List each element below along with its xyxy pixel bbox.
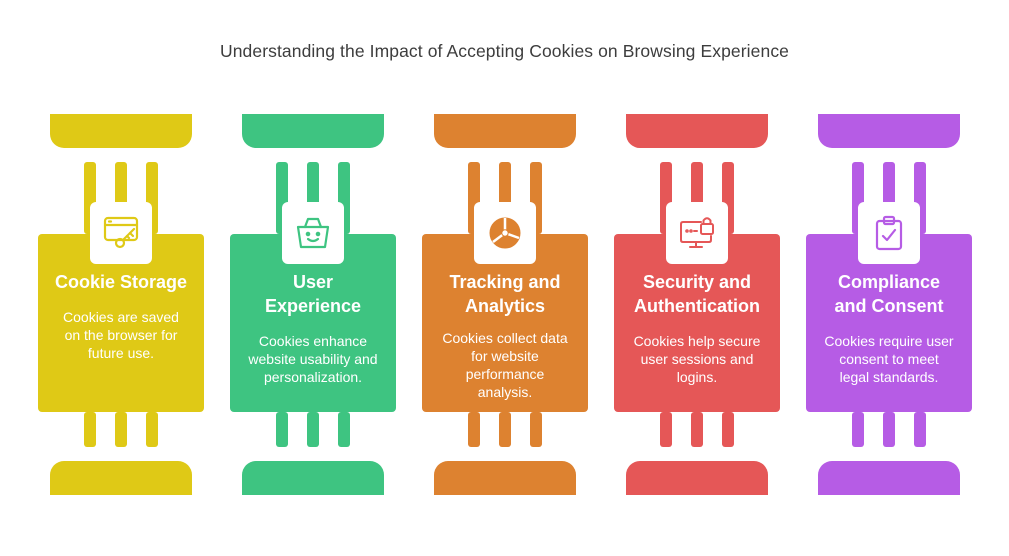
card-heading: User Experience	[264, 272, 362, 316]
connector-bar	[115, 412, 127, 447]
bottom-cap	[434, 461, 576, 495]
pie-chart-icon	[474, 202, 536, 264]
top-cap	[434, 114, 576, 148]
connector-bar	[146, 412, 158, 447]
connector-bar	[468, 412, 480, 447]
connector-bar	[914, 412, 926, 447]
top-cap	[626, 114, 768, 148]
card-description: Cookies collect data for website perform…	[442, 330, 568, 400]
connector-bar	[660, 412, 672, 447]
card-description: Cookies require user consent to meet leg…	[824, 333, 954, 385]
top-cap	[50, 114, 192, 148]
connector-bar	[883, 412, 895, 447]
tracking-analytics-column: Tracking and Analytics Cookies collect d…	[422, 0, 590, 556]
connector-bar	[722, 412, 734, 447]
card-heading: Tracking and Analytics	[449, 272, 561, 316]
cookie-storage-card: Cookie Storage Cookies are saved on the …	[38, 234, 204, 412]
card-description: Cookies enhance website usability and pe…	[248, 333, 378, 385]
connector-bar	[307, 412, 319, 447]
connector-bar	[852, 412, 864, 447]
top-cap	[242, 114, 384, 148]
bottom-cap	[242, 461, 384, 495]
user-experience-column: User Experience Cookies enhance website …	[230, 0, 398, 556]
connector-bar	[338, 412, 350, 447]
bottom-cap	[818, 461, 960, 495]
card-heading: Compliance and Consent	[834, 272, 944, 316]
compliance-consent-card: Compliance and Consent Cookies require u…	[806, 234, 972, 412]
top-cap	[818, 114, 960, 148]
page-title: Understanding the Impact of Accepting Co…	[219, 41, 790, 61]
bottom-cap	[50, 461, 192, 495]
card-heading: Cookie Storage	[54, 272, 188, 292]
card-heading: Security and Authentication	[634, 272, 760, 316]
smiling-basket-icon	[282, 202, 344, 264]
browser-key-icon	[90, 202, 152, 264]
connector-bar	[84, 412, 96, 447]
connector-bar	[530, 412, 542, 447]
monitor-lock-icon	[666, 202, 728, 264]
bottom-cap	[626, 461, 768, 495]
clipboard-check-icon	[858, 202, 920, 264]
connector-bar	[276, 412, 288, 447]
security-authentication-column: Security and Authentication Cookies help…	[614, 0, 782, 556]
connector-bar	[499, 412, 511, 447]
card-description: Cookies are saved on the browser for fut…	[63, 309, 179, 361]
connector-bar	[691, 412, 703, 447]
compliance-consent-column: Compliance and Consent Cookies require u…	[806, 0, 974, 556]
card-description: Cookies help secure user sessions and lo…	[633, 333, 761, 385]
cookie-storage-column: Cookie Storage Cookies are saved on the …	[38, 0, 206, 556]
